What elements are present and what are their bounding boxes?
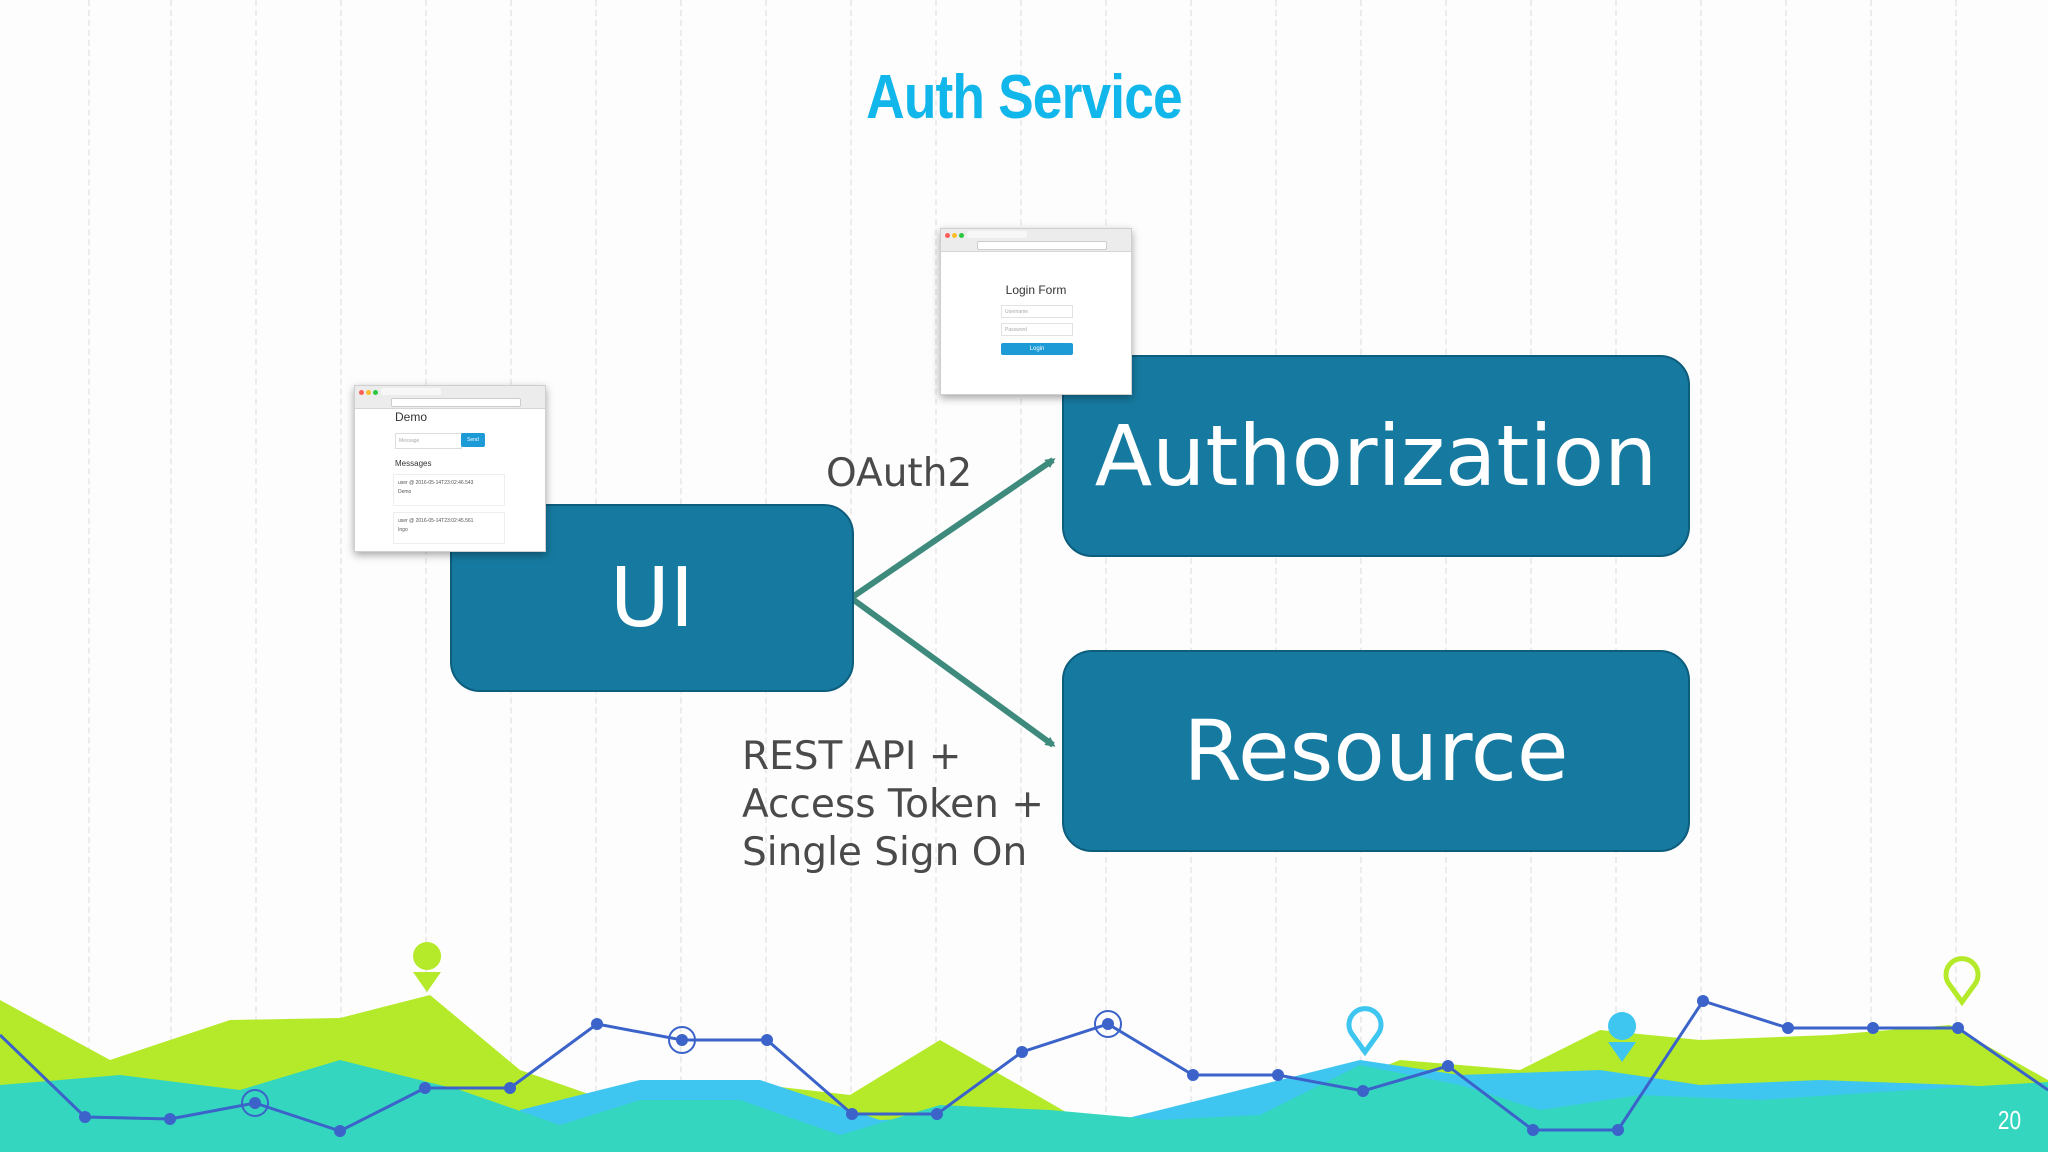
rest-edge-label-line-2: Access Token + bbox=[742, 782, 1044, 827]
demo-heading: Demo bbox=[395, 410, 428, 424]
slide-title: Auth Service bbox=[866, 63, 1183, 132]
login-form-heading: Login Form bbox=[1005, 283, 1067, 297]
browser-chrome bbox=[355, 386, 545, 409]
message-meta: user @ 2016-05-14T23:02:46.543 bbox=[398, 480, 474, 486]
message-text: Demo bbox=[398, 489, 412, 495]
messages-heading: Messages bbox=[395, 459, 432, 468]
demo-app-screenshot: Demo Message Send Messages user @ 2016-0… bbox=[354, 385, 546, 552]
location-pin-icon bbox=[413, 942, 442, 992]
login-button: Login bbox=[1001, 343, 1073, 355]
arrow-to-authorization bbox=[849, 457, 1056, 601]
message-input: Message bbox=[395, 433, 462, 449]
send-button: Send bbox=[461, 433, 485, 447]
message-card: user @ 2016-05-14T23:02:46.543 Demo bbox=[393, 474, 505, 506]
rest-edge-label: REST API + Access Token + Single Sign On bbox=[742, 733, 1044, 877]
decorative-footer bbox=[0, 942, 2048, 1152]
location-pin-icon bbox=[1608, 1012, 1637, 1062]
message-card: user @ 2016-05-14T23:02:45.561 Ingo bbox=[393, 512, 505, 544]
resource-node: Resource bbox=[1062, 650, 1690, 852]
authorization-node-label: Authorization bbox=[1094, 407, 1658, 505]
username-field: Username bbox=[1001, 305, 1073, 318]
resource-node-label: Resource bbox=[1183, 702, 1569, 800]
browser-chrome bbox=[941, 229, 1131, 252]
location-pin-outline-icon bbox=[1346, 1006, 1384, 1057]
rest-edge-label-line-1: REST API + bbox=[742, 734, 962, 779]
ui-node-label: UI bbox=[609, 550, 695, 646]
oauth-edge-label: OAuth2 bbox=[826, 451, 973, 496]
message-text: Ingo bbox=[398, 527, 408, 533]
rest-edge-label-line-3: Single Sign On bbox=[742, 830, 1028, 875]
password-field: Password bbox=[1001, 323, 1073, 336]
deco-ring-markers bbox=[241, 1010, 1122, 1117]
location-pin-outline-icon bbox=[1943, 956, 1981, 1007]
deco-line-points bbox=[79, 995, 1964, 1137]
login-form-screenshot: Login Form Username Password Login bbox=[940, 228, 1132, 395]
page-number: 20 bbox=[1997, 1105, 2022, 1135]
authorization-node: Authorization bbox=[1062, 355, 1690, 557]
arrow-to-resource bbox=[849, 595, 1056, 748]
message-meta: user @ 2016-05-14T23:02:45.561 bbox=[398, 518, 474, 524]
